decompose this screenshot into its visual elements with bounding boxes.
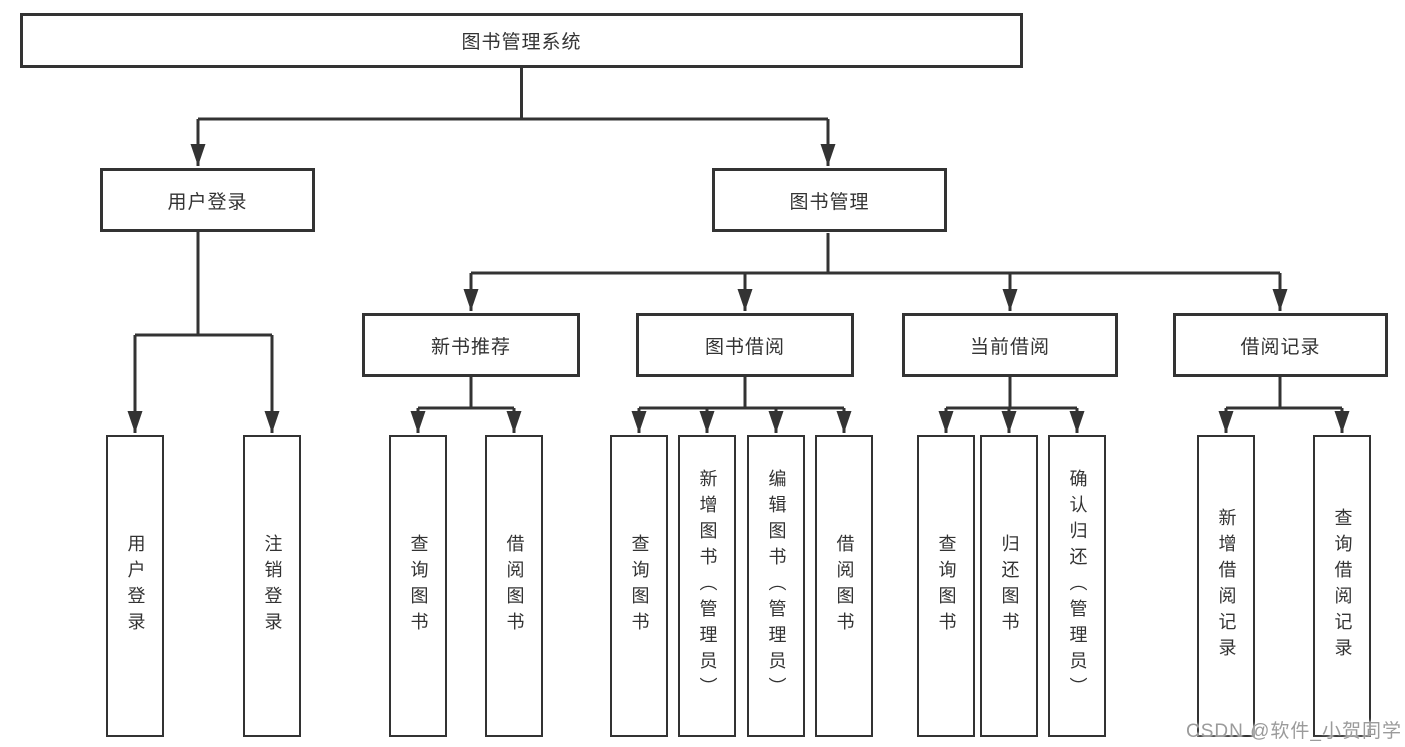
leaf-confirm-return-admin: 确认归还（管理员） xyxy=(1048,435,1106,737)
node-borrow-records: 借阅记录 xyxy=(1173,313,1388,377)
leaf-query-book-recommend: 查询图书 xyxy=(389,435,447,737)
leaf-query-borrow-record: 查询借阅记录 xyxy=(1313,435,1371,737)
leaf-return-book: 归还图书 xyxy=(980,435,1038,737)
leaf-user-login: 用户登录 xyxy=(106,435,164,737)
node-new-book-recommend: 新书推荐 xyxy=(362,313,580,377)
node-book-management: 图书管理 xyxy=(712,168,947,232)
leaf-add-book-admin: 新增图书（管理员） xyxy=(678,435,736,737)
leaf-borrow-book: 借阅图书 xyxy=(815,435,873,737)
node-book-borrow: 图书借阅 xyxy=(636,313,854,377)
leaf-borrow-book-recommend: 借阅图书 xyxy=(485,435,543,737)
watermark: CSDN @软件_小贺同学 xyxy=(1186,721,1402,742)
node-user-login: 用户登录 xyxy=(100,168,315,232)
leaf-edit-book-admin: 编辑图书（管理员） xyxy=(747,435,805,737)
leaf-add-borrow-record: 新增借阅记录 xyxy=(1197,435,1255,737)
leaf-logout: 注销登录 xyxy=(243,435,301,737)
leaf-query-book-borrow: 查询图书 xyxy=(610,435,668,737)
node-root: 图书管理系统 xyxy=(20,13,1023,68)
leaf-query-book-current: 查询图书 xyxy=(917,435,975,737)
node-current-borrow: 当前借阅 xyxy=(902,313,1118,377)
